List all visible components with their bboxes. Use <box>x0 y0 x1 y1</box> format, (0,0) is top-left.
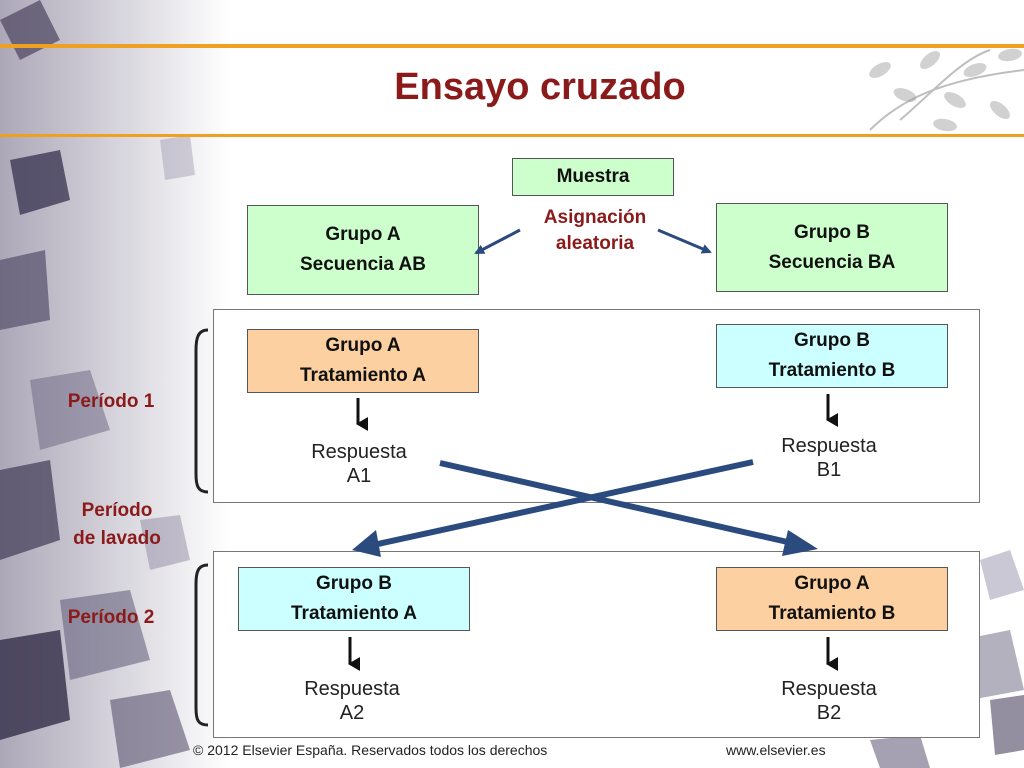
assign-arrow-right <box>657 228 712 254</box>
p1-respuesta-a1: Respuesta A1 <box>284 440 434 488</box>
grupo-b-secuencia-box: Grupo B Secuencia BA <box>716 203 948 292</box>
title-accent-line <box>0 134 1024 137</box>
grupo-a-secuencia-box: Grupo A Secuencia AB <box>247 205 479 295</box>
muestra-label: Muestra <box>556 166 630 187</box>
p1-resp-a1-line2: A1 <box>346 465 372 487</box>
p1-left-box-line1: Grupo A <box>325 335 401 356</box>
asignacion-aleatoria-label: Asignación aleatoria <box>505 205 685 257</box>
p1-left-box-line2: Tratamiento A <box>300 365 426 386</box>
p2-right-box-line1: Grupo A <box>794 573 870 594</box>
grupo-b-seq-line2: Secuencia BA <box>768 251 896 273</box>
p2-respuesta-a2: Respuesta A2 <box>277 677 427 725</box>
top-accent-line <box>0 44 1024 48</box>
footer-website[interactable]: www.elsevier.es <box>726 742 826 758</box>
p2-left-box-line1: Grupo B <box>316 573 392 594</box>
p1-resp-b1-line1: Respuesta <box>781 435 877 457</box>
p2-resp-a2-line1: Respuesta <box>304 678 400 700</box>
crossover-arrows <box>352 459 818 557</box>
footer-copyright: © 2012 Elsevier España. Reservados todos… <box>193 742 548 758</box>
p2-respuesta-b2: Respuesta B2 <box>754 677 904 725</box>
p1-right-box-line2: Tratamiento B <box>768 360 896 381</box>
lavado-line2: de lavado <box>73 528 161 549</box>
p2-resp-b2-line1: Respuesta <box>781 678 877 700</box>
p1-respuesta-b1: Respuesta B1 <box>754 434 904 482</box>
p1-right-box-line1: Grupo B <box>794 330 870 351</box>
asignacion-line1: Asignación <box>543 207 647 228</box>
p2-resp-a2-line2: A2 <box>339 702 365 724</box>
p1-grupo-b-tratamiento-b-box: Grupo B Tratamiento B <box>716 324 948 388</box>
assign-arrow-left <box>474 228 521 255</box>
p2-left-box-line2: Tratamiento A <box>291 603 417 624</box>
p1-resp-a1-line1: Respuesta <box>311 441 407 463</box>
p2-grupo-a-tratamiento-b-box: Grupo A Tratamiento B <box>716 567 948 631</box>
periodo-2-bracket <box>194 563 209 727</box>
lavado-line1: Período <box>81 500 153 521</box>
p2-right-box-line2: Tratamiento B <box>768 603 896 624</box>
grupo-a-seq-line2: Secuencia AB <box>299 254 426 275</box>
grupo-b-seq-line1: Grupo B <box>794 221 870 243</box>
p1-resp-b1-line2: B1 <box>816 459 842 481</box>
p2-resp-b2-line2: B2 <box>816 702 842 724</box>
periodo-1-bracket <box>194 328 209 494</box>
periodo-2-label: Período 2 <box>67 607 155 628</box>
muestra-box: Muestra <box>512 158 674 196</box>
asignacion-line2: aleatoria <box>555 233 635 254</box>
page-title: Ensayo cruzado <box>394 66 686 108</box>
p1-grupo-a-tratamiento-a-box: Grupo A Tratamiento A <box>247 329 479 393</box>
p2-grupo-b-tratamiento-a-box: Grupo B Tratamiento A <box>238 567 470 631</box>
grupo-a-seq-line1: Grupo A <box>325 224 401 245</box>
periodo-lavado-label: Período de lavado <box>52 497 182 553</box>
periodo-1-label: Período 1 <box>67 391 155 412</box>
